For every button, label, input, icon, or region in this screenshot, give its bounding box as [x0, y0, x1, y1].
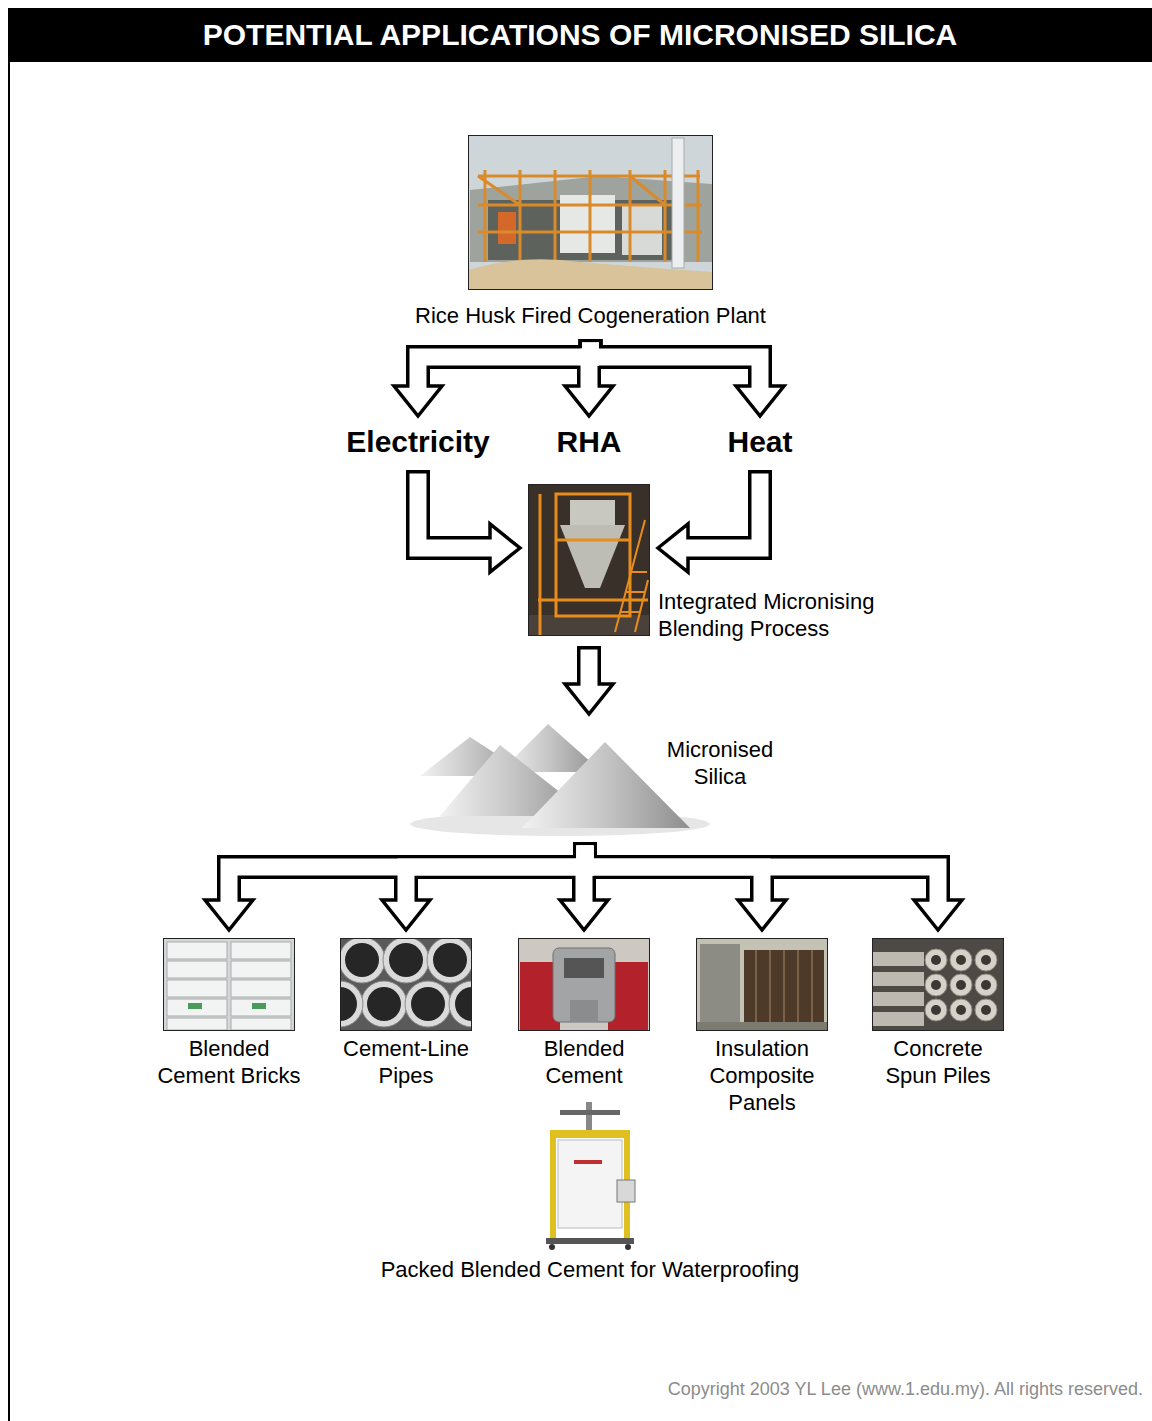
- photo-frame: [518, 938, 650, 1031]
- bricks-photo: [163, 938, 295, 1031]
- photo-frame: [872, 938, 1004, 1031]
- hollow-arrowhead: [738, 900, 786, 930]
- photo-panel: Micronised Silica: [440, 722, 730, 832]
- arrowhead-group: [560, 900, 608, 930]
- photo-frame: [696, 938, 828, 1031]
- photo-panel: Rice Husk Fired Cogeneration Plant: [468, 135, 713, 329]
- photo-frame: [528, 484, 650, 636]
- node-caption: Micronised Silica: [645, 736, 795, 790]
- pipes-photo: [340, 938, 472, 1031]
- flow-output-label: RHA: [557, 424, 622, 460]
- arrowheads: [205, 386, 962, 930]
- arrowhead-group: [914, 900, 962, 930]
- node-caption: Packed Blended Cement for Waterproofing: [290, 1256, 890, 1283]
- page-border: [8, 8, 10, 1421]
- photo-panel: Blended Cement: [518, 938, 650, 1089]
- panels-photo: [696, 938, 828, 1031]
- connector-outlines: [229, 339, 938, 901]
- arrowhead-group: [205, 900, 253, 930]
- block-arrow-fill: [229, 846, 585, 904]
- flow-output-label: Electricity: [346, 424, 489, 460]
- arrowhead-group: [565, 684, 613, 714]
- output-word: RHA: [557, 424, 622, 460]
- hollow-arrowhead: [205, 900, 253, 930]
- block-arrow: [418, 470, 491, 548]
- hollow-arrowhead: [658, 524, 688, 572]
- output-word: Electricity: [346, 424, 489, 460]
- hollow-arrowhead: [560, 900, 608, 930]
- bag-filler-picture: [546, 1102, 635, 1250]
- photo-panel: Integrated Micronising Blending Process: [528, 484, 650, 636]
- block-arrow-fill: [418, 343, 591, 390]
- node-caption: Integrated Micronising Blending Process: [658, 588, 928, 642]
- title-bar: POTENTIAL APPLICATIONS OF MICRONISED SIL…: [8, 8, 1152, 62]
- arrowhead-group: [394, 386, 442, 416]
- photo-frame: [340, 938, 472, 1031]
- block-arrow-fill: [418, 474, 493, 549]
- node-caption: Cement-Line Pipes: [326, 1035, 486, 1089]
- node-caption: Blended Cement: [504, 1035, 664, 1089]
- hollow-arrowhead: [736, 386, 784, 416]
- arrowhead-group: [490, 524, 520, 572]
- photo-panel: Insulation Composite Panels: [696, 938, 828, 1116]
- node-caption: Insulation Composite Panels: [682, 1035, 842, 1116]
- output-word: Heat: [727, 424, 792, 460]
- hollow-arrowhead: [914, 900, 962, 930]
- node-caption: Blended Cement Bricks: [149, 1035, 309, 1089]
- block-arrow-fill: [591, 343, 761, 390]
- flow-output-label: Heat: [727, 424, 792, 460]
- block-arrow-fill: [581, 650, 598, 688]
- spun-piles-photo: [872, 938, 1004, 1031]
- hollow-arrowhead: [394, 386, 442, 416]
- node-caption: Rice Husk Fired Cogeneration Plant: [341, 302, 841, 329]
- label-holder: Copyright 2003 YL Lee (www.1.edu.my). Al…: [0, 1377, 1143, 1401]
- photo-frame: [163, 938, 295, 1031]
- block-arrow-fill: [406, 846, 585, 904]
- photo-panel: Cement-Line Pipes: [340, 938, 472, 1089]
- photo-panel: Packed Blended Cement for Waterproofing: [540, 1100, 640, 1283]
- arrowhead-group: [382, 900, 430, 930]
- photo-panel: Concrete Spun Piles: [872, 938, 1004, 1089]
- photo-panel: Blended Cement Bricks: [163, 938, 295, 1089]
- hollow-arrowhead: [490, 524, 520, 572]
- arrowhead-group: [736, 386, 784, 416]
- connector-fills: [229, 343, 938, 904]
- arrowhead-group: [738, 900, 786, 930]
- arrowhead-group: [658, 524, 688, 572]
- plant-photo: [468, 135, 713, 290]
- node-caption: Concrete Spun Piles: [868, 1035, 1008, 1089]
- hollow-arrowhead: [565, 684, 613, 714]
- block-arrow-fill: [685, 474, 760, 549]
- diagram-title: POTENTIAL APPLICATIONS OF MICRONISED SIL…: [8, 8, 1152, 62]
- copyright-note: Copyright 2003 YL Lee (www.1.edu.my). Al…: [0, 1377, 1143, 1401]
- arrowhead-group: [565, 386, 613, 416]
- block-arrow: [687, 470, 760, 548]
- silica-piles: [410, 724, 710, 836]
- blended-cement-photo: [518, 938, 650, 1031]
- hollow-arrowhead: [565, 386, 613, 416]
- photo-frame: [468, 135, 713, 290]
- block-arrow-fill: [585, 846, 938, 904]
- hollow-arrowhead: [382, 900, 430, 930]
- photo-frame: [540, 1100, 640, 1250]
- micronising-photo: [528, 484, 650, 636]
